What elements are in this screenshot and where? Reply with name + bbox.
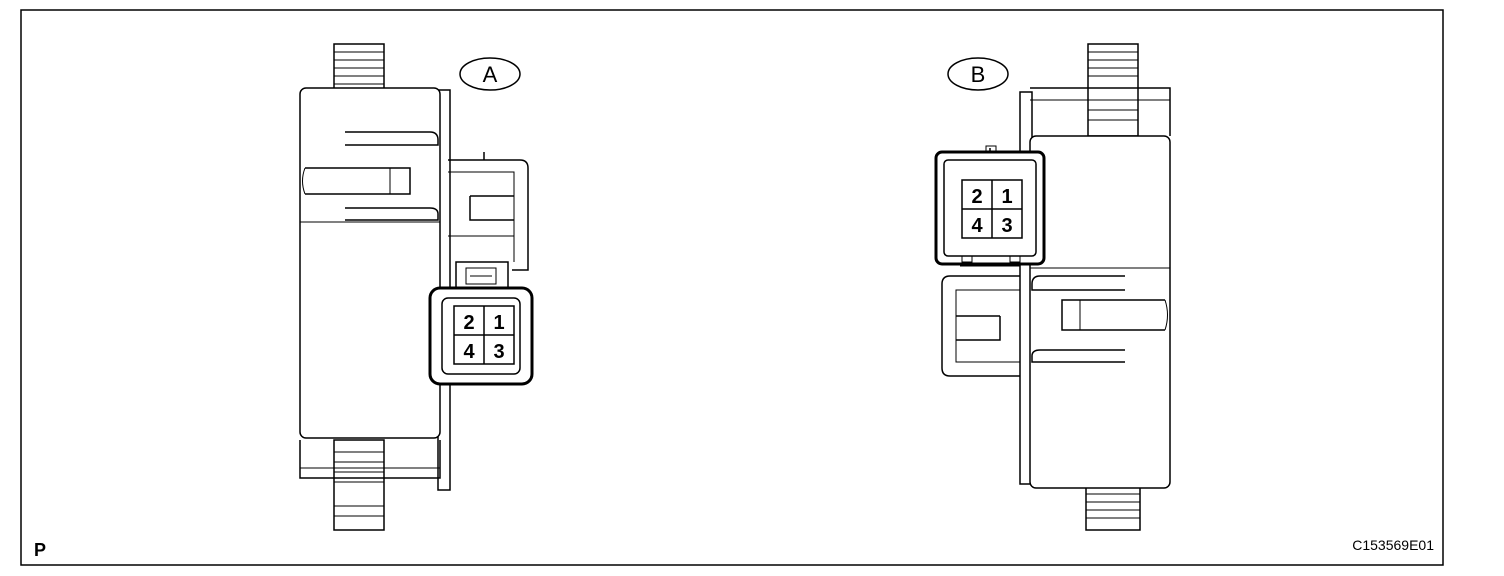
- pin-number-4: 4: [971, 215, 983, 237]
- svg-text:A: A: [483, 62, 498, 87]
- pin-number-1: 1: [1001, 186, 1012, 208]
- bottom-mounting-clip-a: [333, 439, 385, 531]
- component-view-b: 2 1 4 3 B: [934, 43, 1171, 531]
- figure-frame: [20, 9, 1444, 566]
- side-guide-bracket-a: [448, 152, 529, 271]
- pin-number-4: 4: [463, 341, 475, 363]
- pin-number-3: 3: [493, 341, 504, 363]
- svg-text:B: B: [971, 62, 986, 87]
- corner-mark: P: [34, 540, 46, 560]
- view-label-a: A: [459, 57, 521, 91]
- component-view-a: 2 1 4 3 A: [299, 43, 534, 531]
- connector-a: 2 1 4 3: [428, 261, 534, 386]
- pin-number-2: 2: [463, 312, 474, 334]
- view-label-b: B: [947, 57, 1009, 91]
- pin-number-2: 2: [971, 186, 982, 208]
- main-housing-b: [1029, 135, 1171, 489]
- figure-code: C153569E01: [1352, 537, 1434, 553]
- side-guide-bracket-b: [941, 265, 1020, 377]
- connector-b: 2 1 4 3: [934, 145, 1046, 266]
- bottom-mounting-clip-b: [1085, 485, 1141, 531]
- top-mounting-clip-b: [1087, 43, 1139, 137]
- pin-number-1: 1: [493, 312, 504, 334]
- latch-window-a: [300, 131, 440, 223]
- main-housing-a: [299, 87, 441, 439]
- top-mounting-clip-a: [333, 43, 385, 91]
- latch-window-b: [1030, 267, 1170, 363]
- pin-number-3: 3: [1001, 215, 1012, 237]
